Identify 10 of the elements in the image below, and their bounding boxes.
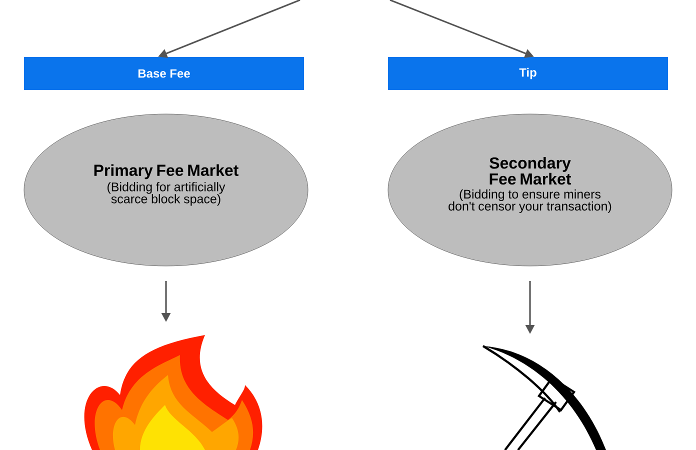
- header-bar: Base Fee: [24, 57, 304, 90]
- node-label: Primary Fee Market: [94, 164, 238, 180]
- node-label: (Bidding to ensure miners don't censor your transaction): [448, 189, 612, 214]
- market-ellipse: [24, 114, 308, 266]
- fire-drawing: [84, 335, 262, 450]
- market-ellipse: [388, 114, 672, 266]
- header-bar: Tip: [388, 57, 668, 90]
- pickaxe-drawing: [482, 345, 606, 450]
- node-label: Secondary Fee Market: [490, 156, 572, 185]
- node-label: (Bidding for artificially scarce block space): [108, 182, 226, 206]
